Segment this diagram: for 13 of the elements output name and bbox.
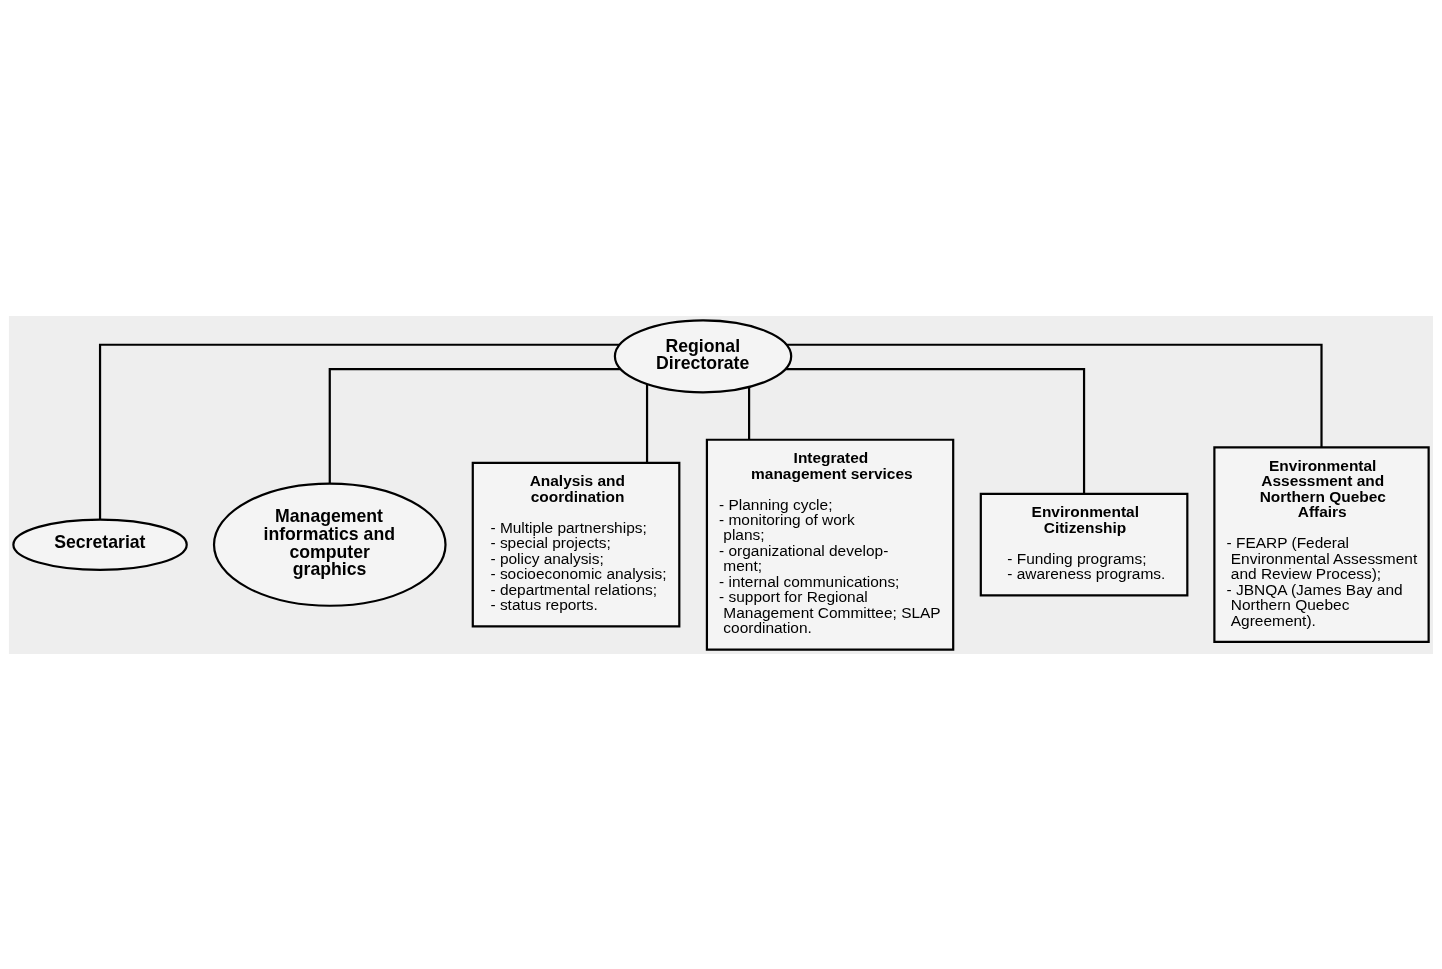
node-box: Environmental Citizenship - Funding programs; - awareness programs. — [979, 492, 1189, 597]
connector — [748, 386, 751, 439]
node-ellipse: Secretariat — [12, 517, 188, 571]
connector — [786, 343, 1323, 447]
node-box: Environmental Assessment and Northern Quebec Affairs - FEARP (Federal Environmental Assessment and Review Process); - JBNQA (James Bay and Northern Quebec Agreement). — [1213, 445, 1430, 643]
node-ellipse: Regional Directorate — [613, 318, 793, 393]
node-box: Integrated management services - Planning cycle; - monitoring of work plans; - organizational develop- ment; - internal communications; - support for Regional Management Committee; SLAP coordination. — [705, 438, 955, 651]
connector — [98, 343, 620, 519]
connector — [645, 383, 649, 463]
node-ellipse: Management informatics and computer graphics — [212, 481, 447, 607]
connector — [328, 367, 621, 484]
connector — [785, 367, 1086, 493]
node-box: Analysis and coordination - Multiple partnerships; - special projects; - policy analysis; - socioeconomic analysis; - departmental relations; - status reports. — [471, 461, 681, 627]
